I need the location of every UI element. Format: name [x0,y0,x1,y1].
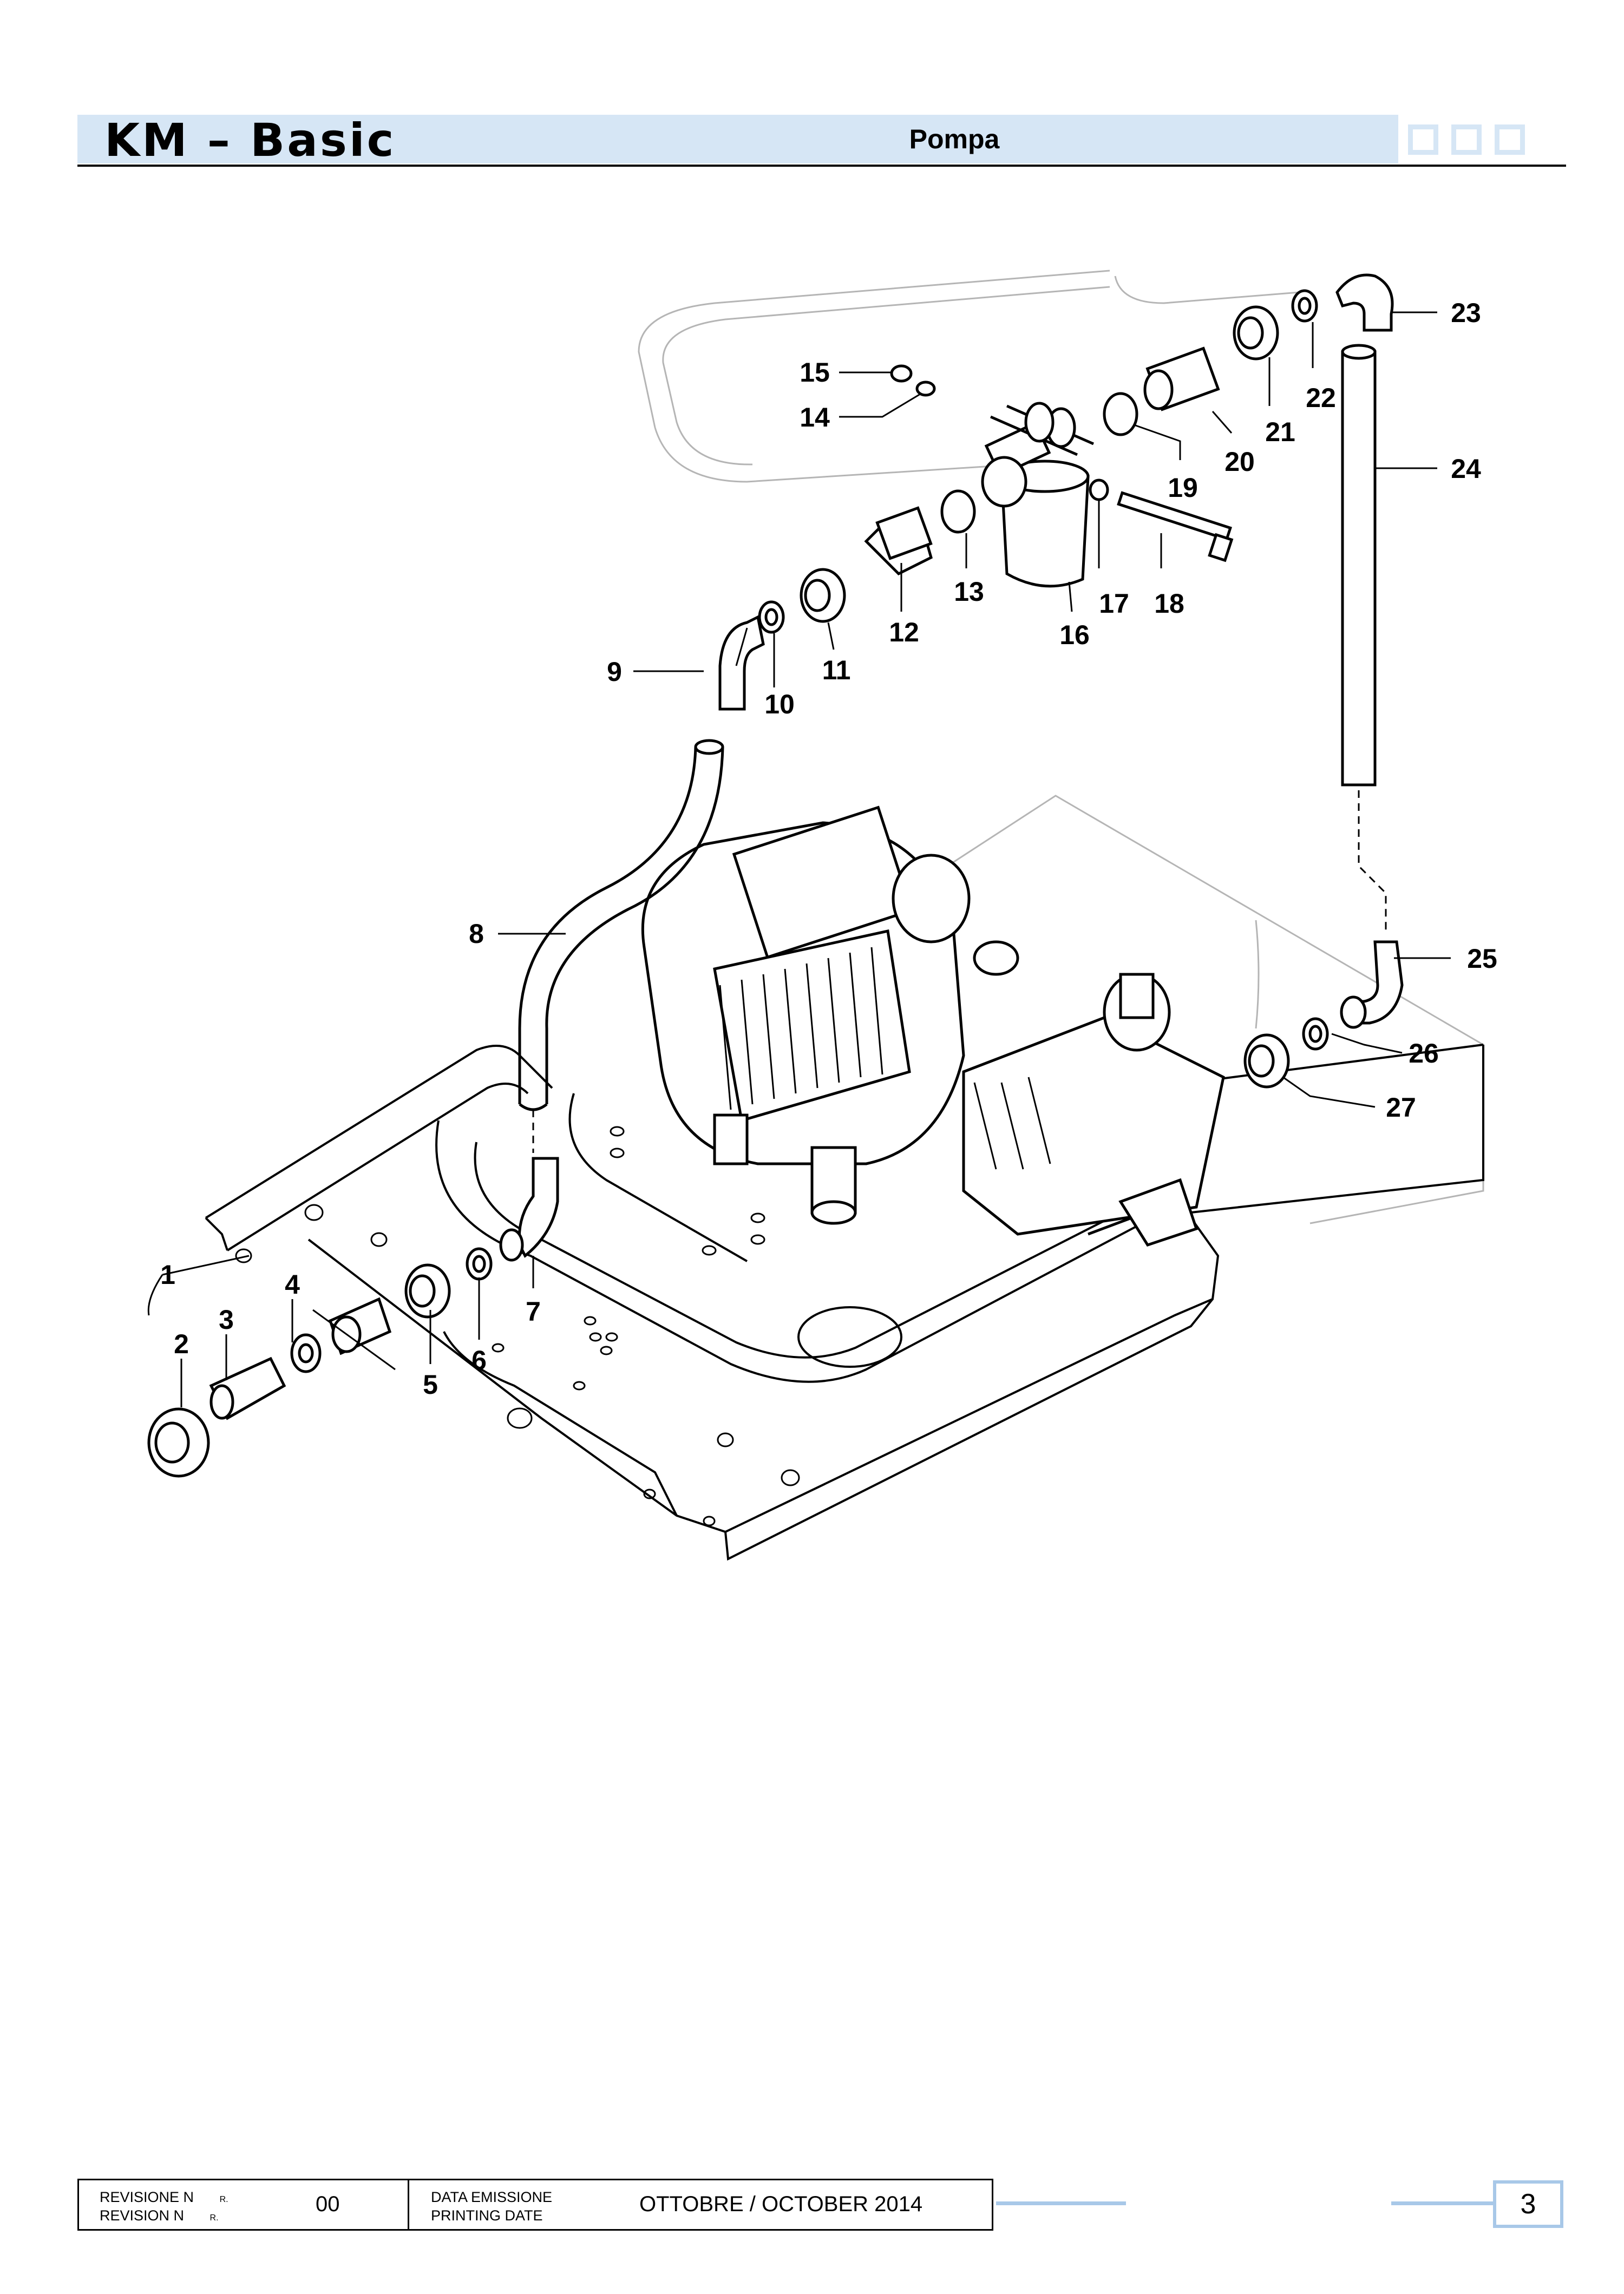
revision-value: 00 [316,2192,340,2216]
callout-14: 14 [800,402,830,432]
base-holes [235,1126,800,1526]
revision-label-it: REVISIONE N [100,2189,194,2205]
callout-11: 11 [822,655,851,685]
footer-accent-line [1391,2201,1494,2205]
hose-24 [1341,344,1377,786]
callout-8: 8 [469,919,484,949]
callout-1: 1 [160,1260,175,1290]
callout-3: 3 [219,1305,234,1335]
callout-19: 19 [1168,473,1198,503]
background-frame [638,270,1484,1224]
callout-18: 18 [1154,588,1184,619]
pump-motor-assembly [641,805,1225,1247]
date-label-en: PRINTING DATE [431,2207,543,2224]
callout-15: 15 [800,357,830,388]
callout-5: 5 [423,1369,438,1400]
fittings-right [1243,940,1404,1089]
callout-26: 26 [1409,1038,1439,1069]
callout-13: 13 [954,576,984,607]
fittings-upper [718,273,1394,711]
printing-date-value: OTTOBRE / OCTOBER 2014 [639,2192,923,2216]
callout-27: 27 [1386,1092,1416,1123]
callout-10: 10 [764,689,795,719]
callout-2: 2 [174,1329,189,1359]
callout-4: 4 [285,1269,300,1300]
hose-8 [518,739,724,1111]
callout-12: 12 [889,617,919,647]
upper-leader-lines [735,627,748,666]
callout-22: 22 [1306,383,1336,413]
page-number: 3 [1493,2180,1563,2228]
date-label-it: DATA EMISSIONE [431,2189,553,2205]
header-square-icon [1495,124,1525,155]
footer-accent-line [996,2201,1126,2205]
callout-20: 20 [1224,447,1255,477]
revision-suffix: R. [219,2195,228,2204]
header-square-icon [1451,124,1482,155]
header-rule [77,165,1566,167]
filter-assembly [981,402,1095,588]
callout-9: 9 [607,657,622,687]
leader-lines [147,311,1451,1407]
callout-16: 16 [1059,620,1090,650]
header-square-icon [1408,124,1438,155]
revision-cell: REVISIONE N R. REVISION N R. 00 [79,2180,409,2229]
revision-label-en: REVISION N [100,2207,185,2224]
document-title: KM – Basic [104,114,396,167]
printing-date-cell: DATA EMISSIONE PRINTING DATE OTTOBRE / O… [409,2180,992,2229]
callout-21: 21 [1265,417,1295,447]
callout-25: 25 [1467,943,1497,974]
callout-6: 6 [472,1345,487,1375]
callout-labels: 1 2 3 4 5 6 7 8 9 10 11 12 13 14 15 16 1… [160,298,1497,1400]
section-title: Pompa [909,124,1000,154]
callout-17: 17 [1099,588,1129,619]
revision-suffix: R. [209,2213,219,2223]
motor-cooling-fins [719,947,1051,1170]
callout-7: 7 [526,1296,541,1327]
callout-23: 23 [1451,298,1481,328]
header-band [77,115,1398,163]
callout-24: 24 [1451,454,1481,484]
page-header: KM – Basic Pompa [77,114,1566,167]
revision-table: REVISIONE N R. REVISION N R. 00 DATA EMI… [77,2179,993,2231]
fittings-left [147,1157,559,1478]
